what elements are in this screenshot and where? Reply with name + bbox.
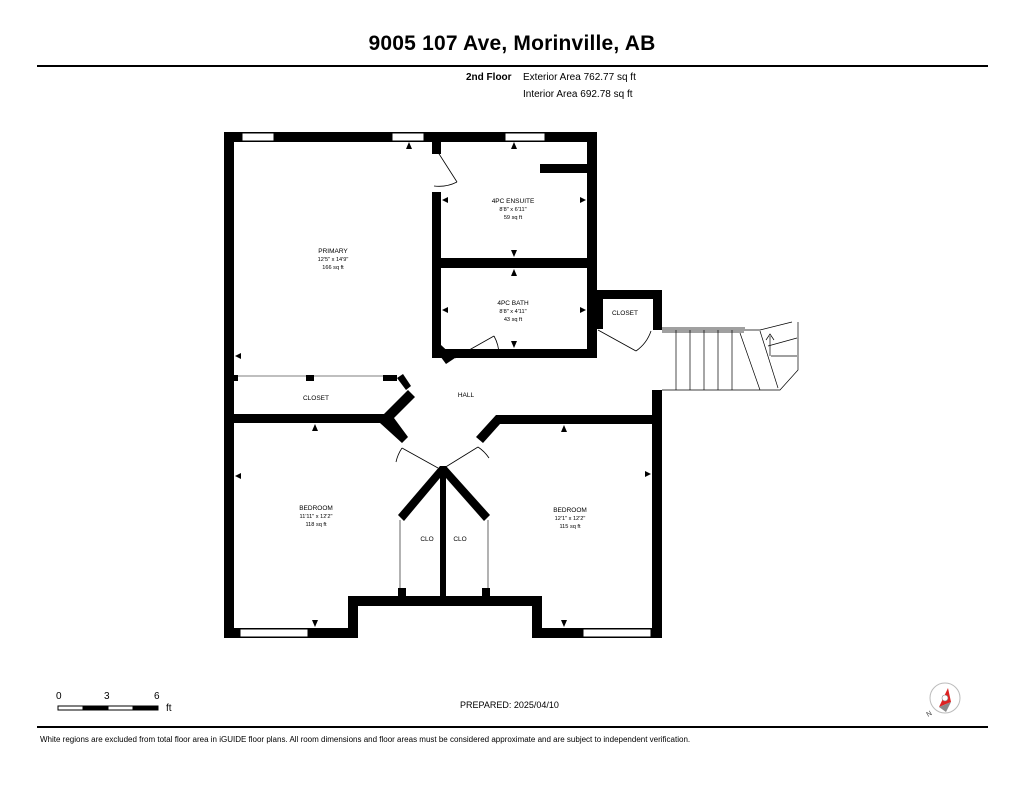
address-title: 9005 107 Ave, Morinville, AB (368, 32, 656, 55)
exterior-area: Exterior Area 762.77 sq ft (523, 72, 636, 83)
room-name-primary: PRIMARY (318, 248, 348, 255)
room-name-bath: 4PC BATH (497, 300, 529, 307)
closet-fronts (234, 375, 489, 590)
room-area-primary: 166 sq ft (322, 265, 344, 271)
windows (239, 132, 652, 638)
room-dims-bath: 8'8" x 4'11" (499, 309, 526, 315)
scale-tick-6: 6 (154, 691, 160, 702)
room-dims-primary: 12'5" x 14'9" (318, 257, 349, 263)
prepared-date: PREPARED: 2025/04/10 (460, 700, 559, 710)
dimension-markers (235, 142, 651, 627)
room-name-closet-right: CLOSET (612, 310, 638, 317)
stairs (662, 321, 799, 391)
room-area-bedroom-1: 118 sq ft (305, 522, 326, 528)
room-area-bedroom-2: 115 sq ft (559, 524, 580, 530)
scale-bar (57, 705, 159, 711)
room-name-clo-right: CLO (453, 536, 466, 543)
room-area-bath: 43 sq ft (504, 317, 523, 323)
room-dims-bedroom-2: 12'1" x 12'2" (555, 516, 586, 522)
north-arrow-icon: N (926, 682, 961, 719)
room-name-clo-left: CLO (420, 536, 433, 543)
interior-area: Interior Area 692.78 sq ft (523, 89, 633, 100)
room-name-bedroom-2: BEDROOM (553, 507, 587, 514)
header-rule (37, 65, 988, 67)
floor-name: 2nd Floor (466, 72, 512, 83)
room-name-closet-left: CLOSET (303, 395, 329, 402)
disclaimer: White regions are excluded from total fl… (40, 735, 691, 744)
scale-tick-3: 3 (104, 691, 110, 702)
room-area-ensuite: 59 sq ft (504, 215, 523, 221)
room-dims-bedroom-1: 11'11" x 12'2" (300, 514, 333, 520)
scale-unit: ft (166, 703, 172, 714)
room-name-ensuite: 4PC ENSUITE (492, 198, 535, 205)
room-dims-ensuite: 8'8" x 6'11" (499, 207, 526, 213)
interior-walls (234, 142, 658, 598)
room-name-hall: HALL (458, 392, 475, 399)
doors (395, 145, 652, 469)
room-name-bedroom-1: BEDROOM (299, 505, 333, 512)
scale-tick-0: 0 (56, 691, 62, 702)
compass-label: N (926, 710, 934, 719)
footer-rule (37, 726, 988, 728)
